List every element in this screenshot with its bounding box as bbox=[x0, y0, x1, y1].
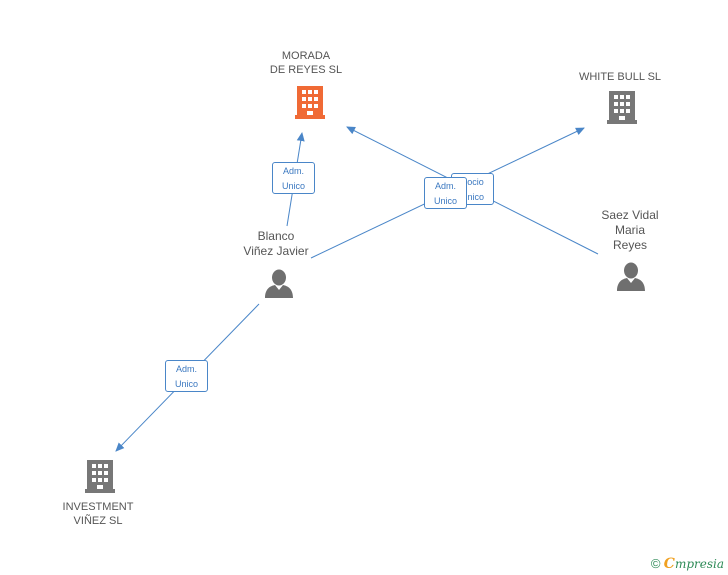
node-label-blanco-vinez-javier: Blanco Viñez Javier bbox=[216, 229, 336, 259]
node-label-line: MORADA bbox=[281, 50, 331, 62]
edge-label-blanco-investment[interactable]: Adm. Unico bbox=[165, 360, 208, 392]
node-label-line: VIÑEZ SL bbox=[73, 515, 123, 527]
node-label-line: Maria bbox=[614, 223, 645, 237]
node-label-white-bull: WHITE BULL SL bbox=[560, 70, 680, 84]
edge-label-line: Unico bbox=[460, 192, 484, 202]
node-label-line: INVESTMENT bbox=[62, 501, 134, 513]
edge-label-blanco-morada[interactable]: Adm. Unico bbox=[272, 162, 315, 194]
edge-label-line: Adm. bbox=[434, 181, 456, 191]
brand-logo-initial: C bbox=[663, 556, 675, 572]
person-icon[interactable] bbox=[616, 262, 646, 291]
node-label-line: Reyes bbox=[612, 238, 647, 252]
copyright-symbol: © bbox=[650, 556, 661, 571]
edge-label-line: Unico bbox=[281, 181, 305, 191]
person-icon[interactable] bbox=[264, 269, 294, 298]
edge-label-blanco-whitebull[interactable]: Adm. Unico bbox=[424, 177, 467, 209]
node-label-investment-vinez: INVESTMENT VIÑEZ SL bbox=[38, 500, 158, 528]
node-label-line: WHITE BULL SL bbox=[578, 71, 662, 83]
edge-label-line: Socio bbox=[461, 177, 484, 187]
building-icon[interactable] bbox=[294, 86, 326, 119]
brand-logo-text: mpresia bbox=[674, 557, 724, 571]
edge-label-line: Unico bbox=[433, 196, 457, 206]
node-label-line: Saez Vidal bbox=[601, 208, 659, 222]
node-label-line: Viñez Javier bbox=[243, 244, 309, 258]
node-label-saez-vidal-maria-reyes: Saez Vidal Maria Reyes bbox=[570, 208, 690, 253]
building-icon[interactable] bbox=[84, 460, 116, 493]
building-icon[interactable] bbox=[606, 91, 638, 124]
footer-brand: © Cmpresia bbox=[651, 556, 724, 572]
edge-label-line: Unico bbox=[174, 379, 198, 389]
edge-label-line: Adm. bbox=[282, 166, 304, 176]
node-label-morada-de-reyes: MORADA DE REYES SL bbox=[246, 49, 366, 77]
edge-label-line: Adm. bbox=[175, 364, 197, 374]
node-label-line: Blanco bbox=[257, 229, 295, 243]
node-label-line: DE REYES SL bbox=[269, 64, 343, 76]
